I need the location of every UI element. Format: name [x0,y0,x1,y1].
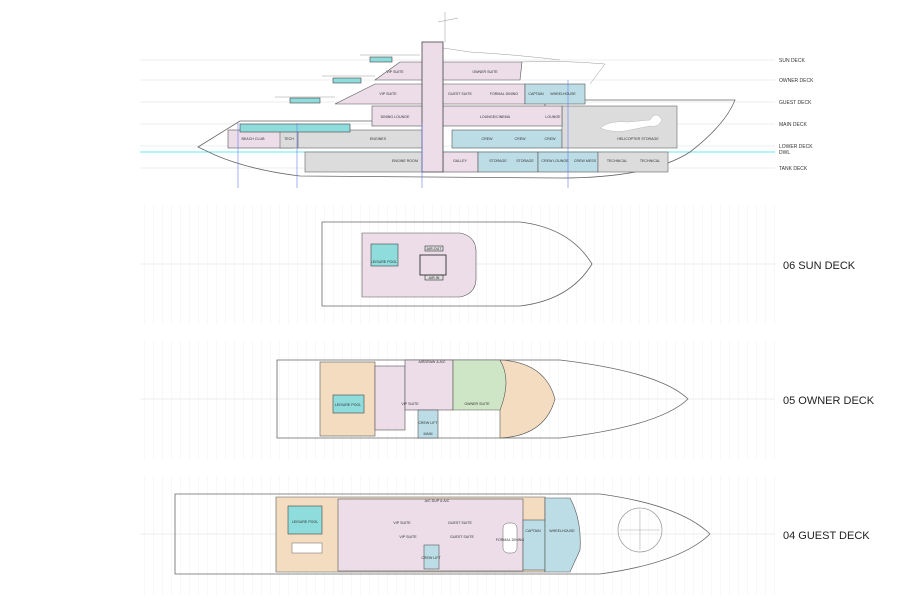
bridge-block [524,83,586,105]
sun-pool [369,56,393,63]
engines [297,129,424,149]
captain-cabin [522,519,546,571]
room-label: DINING LOUNGE [381,115,410,119]
elevator-stair-tower [421,41,444,173]
room-label: TECHNICAL [607,159,627,163]
room-label: BEACH CLUB [242,137,266,141]
room-label: WHEELHOUSE [550,92,576,96]
room-label: AIRDRAW & A/C [418,360,445,364]
hull-outline [174,493,711,575]
deck-label: LOWER DECK [779,144,813,150]
room-label: CREW [515,137,527,141]
helicopter-icon [599,114,663,132]
deck-plan-title: 05 OWNER DECK [783,395,875,407]
room-label: CREW [545,137,557,141]
deck-label: DWL [779,150,790,156]
room-label: CREW LOUNGE [541,159,569,163]
room-label: TECH [284,137,294,141]
stair-lobby [404,359,454,411]
jacuzzi [419,254,447,276]
deck-label: OWNER DECK [779,78,814,84]
leisure-pool [332,394,365,414]
room-label: CREW MESS [574,159,597,163]
room-label: CAPTAIN [525,529,541,533]
room-label: FORMAL DINING [496,538,525,542]
room-label: LOUNGE/CINEMA [480,115,511,119]
room-label: CREW LIFT [421,556,441,560]
room-label: VIP SUITE [401,402,419,406]
plan-sun-deck: LEISURE POOL AIR-OUT AIR-IN 06 SUN DECK [140,205,856,325]
formal-dining-table [502,522,518,554]
room-label: CREW LIFT [418,421,438,425]
room-label: A/C DUP & A/C [425,499,450,503]
profile-room-labels: VIP SUITE OWNER SUITE VIP SUITE GUEST SU… [242,70,661,163]
room-label: LEISURE POOL [335,403,361,407]
room-label: VIP SUITE [386,70,404,74]
room-label: OWNER SUITE [464,402,490,406]
deck-label: SUN DECK [779,58,806,64]
room-label: ENGINES [370,137,387,141]
room-label: VIP SUITE [399,535,417,539]
hull-outline [276,359,689,439]
leisure-pool [370,243,399,267]
room-label: LEISURE POOL [292,520,318,524]
dining-table [291,542,323,554]
side-profile: SUN DECK OWNER DECK GUEST DECK MAIN DECK… [140,12,814,188]
room-label: GUEST SUITE [450,535,474,539]
room-label: FORMAL DINING [490,92,519,96]
room-label: AIR-IN [429,276,440,280]
fore-terrace [499,359,556,439]
beach-pool [239,123,351,133]
room-label: VIP SUITE [393,521,411,525]
room-label: HELICOPTER STORAGE [617,137,659,141]
room-label: LOUNGE [545,115,561,119]
main-deck-saloon [371,105,563,127]
room-label: GALLEY [453,159,468,163]
room-label: GUEST SUITE [448,92,472,96]
hull-outline [321,221,593,307]
room-label: AIR-OUT [427,247,443,251]
leisure-pool [287,505,323,535]
deck-label: TANK DECK [779,166,808,172]
room-label: VIP SUITE [379,92,397,96]
room-label: LEISURE POOL [371,260,397,264]
owner-pool [332,77,362,84]
crew-lift [417,409,439,439]
crew-lift [423,544,440,570]
room-label: MAIN [424,432,433,436]
room-label: WHEELHOUSE [549,529,575,533]
deck-plan-title: 06 SUN DECK [783,260,856,272]
deck-label: GUEST DECK [779,100,812,106]
helipad [617,507,663,553]
vip-suite [374,365,406,431]
room-label: TECHNICAL [640,159,660,163]
deck-level-labels: SUN DECK OWNER DECK GUEST DECK MAIN DECK… [779,58,814,172]
room-label: STORAGE [489,159,507,163]
room-label: STORAGE [516,159,534,163]
technical [597,151,669,173]
wheelhouse [544,497,581,573]
room-label: ENGINE ROOM [392,159,418,163]
room-label: CAPTAIN [528,92,544,96]
deck-label: MAIN DECK [779,122,807,128]
room-label: CREW [482,137,494,141]
room-label: OWNER SUITE [472,70,498,74]
plan-owner-deck: LEISURE POOL VIP SUITE OWNER SUITE AIRDR… [140,340,875,460]
guest-pool [289,97,321,104]
room-label: GUEST SUITE [448,521,472,525]
deck-plan-title: 04 GUEST DECK [783,530,870,542]
plan-guest-deck: LEISURE POOL VIP SUITE VIP SUITE GUEST S… [140,475,870,595]
